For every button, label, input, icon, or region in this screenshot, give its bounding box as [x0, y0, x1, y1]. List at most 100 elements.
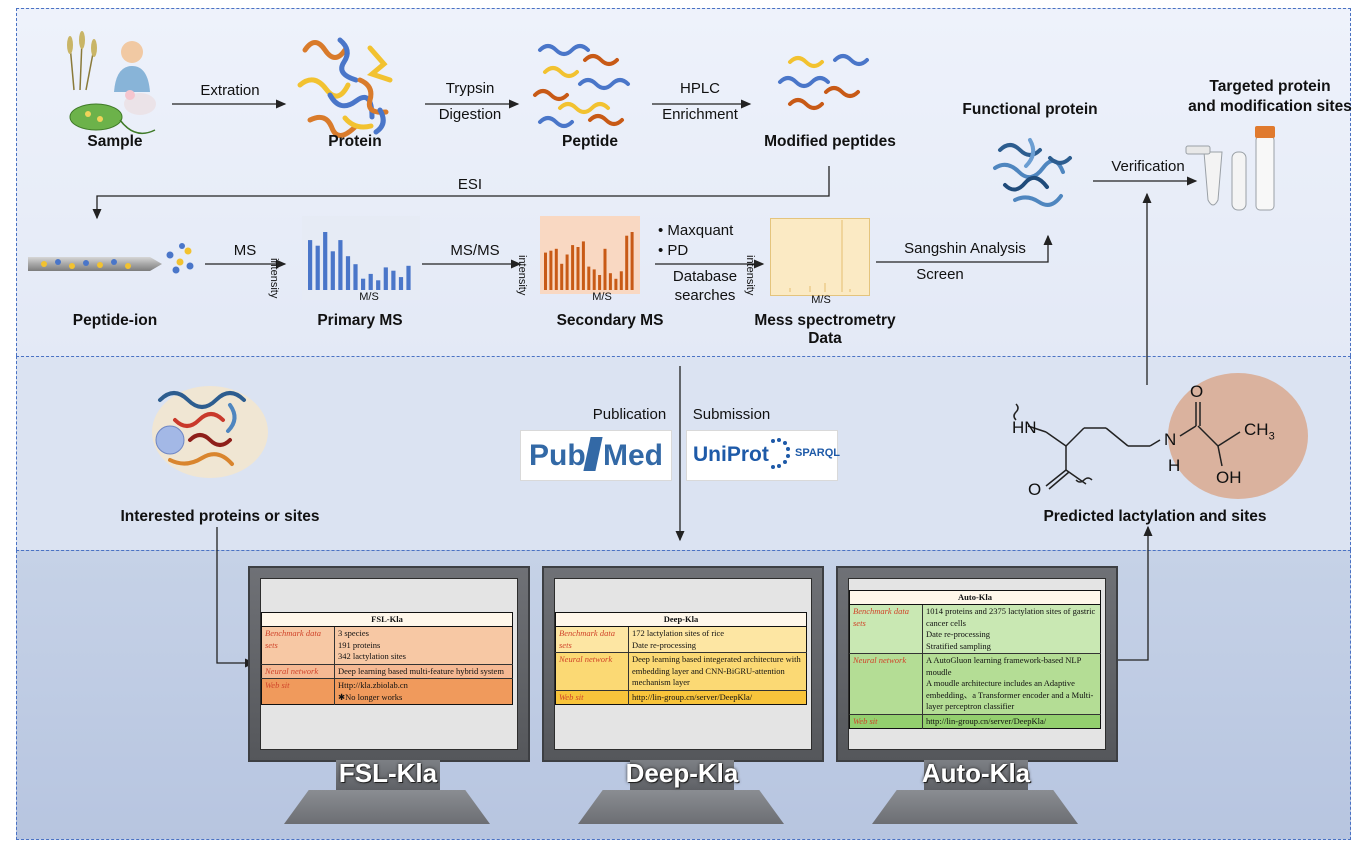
primary-ms-bar-13: [398, 277, 404, 290]
secondary-ms-xlabel: M/S: [592, 291, 612, 303]
submission-label: Submission: [692, 406, 771, 423]
deep-benchmark-values: 172 lactylation sites of rice Date re-pr…: [629, 627, 807, 653]
deep-web-key: Web sit: [555, 690, 629, 705]
predicted-lactylation-label: Predicted lactylation and sites: [1043, 508, 1267, 525]
secondary-ms-bar-13: [608, 273, 612, 290]
deep-benchmark-value-2: Date re-processing: [632, 639, 696, 650]
fsl-benchmark-value-3: 342 lactylation sites: [338, 651, 406, 662]
primary-ms-bar-5: [338, 240, 343, 290]
uniprot-dots-icon: [771, 438, 790, 469]
auto-network-key: Neural network: [849, 653, 923, 715]
peptide-ion-label: Peptide-ion: [72, 312, 158, 329]
primary-ms-bar-3: [323, 232, 328, 290]
secondary-ms-bar-12: [603, 248, 607, 290]
pubmed-logo: Pub Med: [520, 430, 672, 481]
primary-ms-bar-1: [308, 240, 313, 290]
auto-benchmark-key: Benchmark data sets: [849, 604, 923, 654]
primary-ms-bar-7: [353, 264, 358, 290]
primary-ms-bar-12: [391, 270, 396, 290]
mess-data-chart: [770, 218, 870, 296]
hplc-label: HPLC: [679, 80, 720, 97]
msms-arrow-label: MS/MS: [450, 242, 500, 259]
primary-ms-label: Primary MS: [317, 312, 403, 329]
deep-kla-table: Deep-Kla Benchmark data sets 172 lactyla…: [555, 612, 807, 706]
interested-proteins-label: Interested proteins or sites: [120, 508, 320, 525]
chem-hn: HN: [1012, 418, 1037, 437]
sangshin-analysis-label: Sangshin Analysis: [904, 240, 1026, 257]
deep-benchmark-value-1: 172 lactylation sites of rice: [632, 628, 725, 639]
extration-label: Extration: [200, 82, 260, 99]
auto-web-url[interactable]: http://lin-group.cn/server/DeepKla/: [926, 715, 1047, 726]
deep-kla-table-title: Deep-Kla: [555, 612, 807, 628]
secondary-ms-bar-7: [576, 247, 580, 290]
auto-kla-title: Auto-Kla: [921, 758, 1031, 788]
experimental-workflow-panel: [16, 8, 1351, 356]
primary-ms-bar-6: [345, 256, 351, 290]
chem-o-ketone: O: [1028, 480, 1042, 499]
chem-o-carbonyl: O: [1190, 382, 1204, 401]
publication-label: Publication: [592, 406, 667, 423]
mess-data-label-2: Data: [808, 330, 842, 347]
ms-arrow-label: MS: [233, 242, 257, 259]
fsl-web-key: Web sit: [261, 678, 335, 705]
chem-ch: CH: [1244, 420, 1269, 439]
digestion-label: Digestion: [438, 106, 502, 123]
primary-ms-xlabel: M/S: [359, 291, 379, 303]
monitor-fsl-kla: [248, 566, 530, 762]
secondary-ms-bar-11: [598, 275, 602, 290]
auto-network-values: A AutoGluon learning framework-based NLP…: [923, 654, 1101, 714]
pd-label: • PD: [658, 242, 689, 259]
auto-network-value-2: A moudle architecture includes an Adapti…: [926, 678, 1094, 712]
primary-ms-bar-14: [406, 265, 411, 290]
verification-label: Verification: [1111, 158, 1185, 175]
auto-kla-table: Auto-Kla Benchmark data sets 1014 protei…: [849, 590, 1101, 730]
maxquant-label: • Maxquant: [658, 222, 734, 239]
secondary-ms-bar-15: [619, 271, 623, 290]
auto-benchmark-value-2: Date re-processing: [926, 629, 990, 640]
database-label-2: searches: [674, 287, 736, 304]
primary-ms-bar-11: [383, 267, 388, 290]
chem-n: N: [1164, 430, 1177, 449]
mess-data-xlabel: M/S: [811, 294, 831, 306]
monitor-base: [578, 790, 784, 824]
targeted-label-2: and modification sites: [1188, 98, 1352, 115]
uniprot-logo: UniProt SPARQL: [686, 430, 840, 481]
fsl-web-url[interactable]: Http://kla.zbiolab.cn: [338, 680, 408, 691]
secondary-ms-bar-4: [560, 263, 564, 290]
secondary-ms-label: Secondary MS: [556, 312, 664, 329]
fsl-kla-title: FSL-Kla: [338, 758, 438, 788]
targeted-label-1: Targeted protein: [1209, 78, 1331, 95]
sample-label: Sample: [87, 133, 143, 150]
auto-kla-table-title: Auto-Kla: [849, 590, 1101, 606]
chem-h: H: [1168, 456, 1181, 475]
secondary-ms-bar-8: [581, 241, 585, 290]
primary-ms-bar-4: [330, 251, 335, 290]
chem-ch3: CH3: [1244, 420, 1275, 442]
fsl-benchmark-value-1: 3 species: [338, 628, 369, 639]
fsl-benchmark-value-2: 191 proteins: [338, 639, 381, 650]
auto-web-key: Web sit: [849, 714, 923, 729]
secondary-ms-bar-10: [592, 269, 596, 290]
deep-kla-title: Deep-Kla: [625, 758, 739, 788]
fsl-benchmark-key: Benchmark data sets: [261, 626, 335, 665]
secondary-ms-bar-16: [625, 235, 629, 290]
modified-peptides-label: Modified peptides: [764, 133, 896, 150]
auto-benchmark-values: 1014 proteins and 2375 lactylation sites…: [923, 605, 1101, 654]
primary-ms-bar-10: [376, 280, 381, 290]
deep-web-url[interactable]: http://lin-group.cn/server/DeepKla/: [632, 691, 753, 702]
auto-benchmark-value-1: 1014 proteins and 2375 lactylation sites…: [926, 606, 1096, 628]
screen-label: Screen: [916, 266, 964, 283]
functional-protein-label: Functional protein: [962, 101, 1098, 118]
secondary-ms-bar-3: [554, 248, 558, 290]
auto-benchmark-value-3: Stratified sampling: [926, 640, 991, 651]
enrichment-label: Enrichment: [662, 106, 738, 123]
esi-label: ESI: [457, 176, 483, 193]
